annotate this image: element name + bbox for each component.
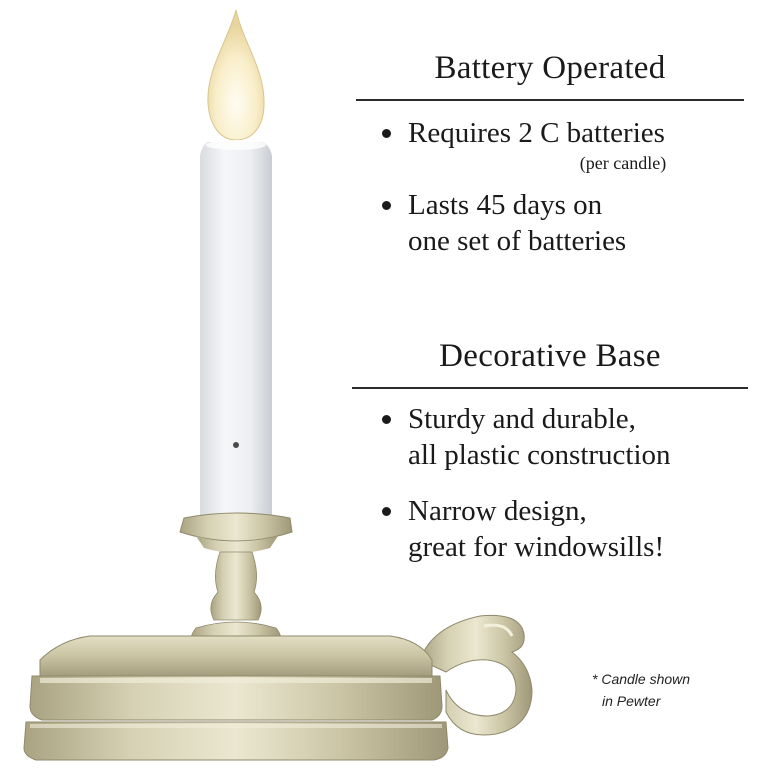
base-heading: Decorative Base <box>352 338 748 389</box>
candle-sensor-dot <box>233 442 239 448</box>
base-handle <box>419 614 533 736</box>
candle-sleeve <box>200 142 272 520</box>
candle-stem <box>210 551 262 621</box>
bullet-durable: Sturdy and durable, all plastic construc… <box>352 401 748 473</box>
bullet-narrow-design: Narrow design, great for windowsills! <box>352 493 748 565</box>
bullet-batteries-required: Requires 2 C batteries (per candle) <box>352 115 748 175</box>
bullet-text: one set of batteries <box>408 225 627 257</box>
bullet-note: (per candle) <box>579 153 667 173</box>
base-bullets: Sturdy and durable, all plastic construc… <box>352 401 748 565</box>
candle-base-top <box>39 635 433 677</box>
footnote-line2: in Pewter <box>602 693 661 709</box>
candle-base-body <box>29 675 443 721</box>
battery-section: Battery Operated Requires 2 C batteries … <box>352 50 748 259</box>
footnote: * Candle shown in Pewter <box>592 668 690 712</box>
bullet-text: all plastic construction <box>408 439 671 471</box>
battery-heading: Battery Operated <box>356 50 744 101</box>
flame-bulb <box>207 9 265 141</box>
bullet-text: Lasts 45 days on <box>408 189 603 221</box>
bullet-text: Requires 2 C batteries <box>408 117 665 149</box>
bullet-text: Narrow design, <box>408 495 587 527</box>
bullet-text: great for windowsills! <box>408 531 665 563</box>
candle-base-foot <box>23 721 449 761</box>
base-section: Decorative Base Sturdy and durable, all … <box>352 338 748 565</box>
bullet-text: Sturdy and durable, <box>408 403 636 435</box>
bullet-battery-life: Lasts 45 days on one set of batteries <box>352 187 748 259</box>
candle-cup <box>179 512 293 542</box>
battery-bullets: Requires 2 C batteries (per candle) Last… <box>352 115 748 259</box>
footnote-line1: * Candle shown <box>592 671 691 687</box>
